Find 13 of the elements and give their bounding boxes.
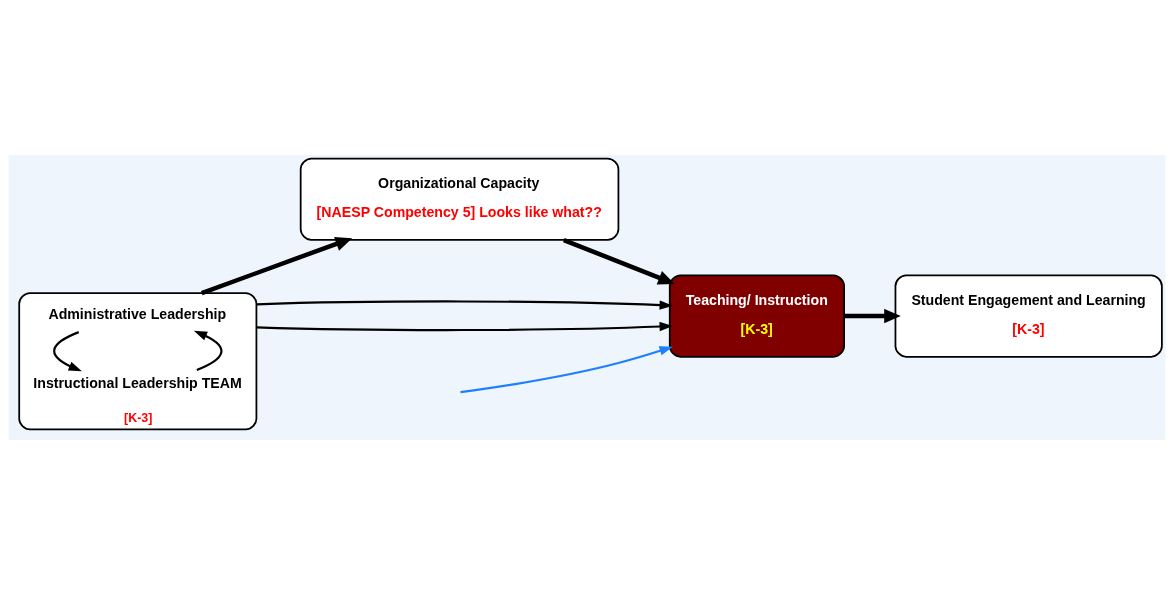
arrow <box>200 236 353 295</box>
arrow <box>563 237 675 285</box>
node-text: Administrative Leadership <box>48 305 227 322</box>
node-box: Teaching/ Instruction [K-3] <box>668 274 845 358</box>
arrow <box>53 330 82 371</box>
arrow <box>193 330 223 371</box>
arrow <box>256 299 673 310</box>
node-text: Instructional Leadership TEAM <box>33 374 242 391</box>
arrow <box>844 308 901 323</box>
arrow <box>256 321 673 331</box>
node-box: Student Engagement and Learning [K-3] <box>894 274 1163 358</box>
arrow <box>460 345 673 393</box>
node-box: Organizational Capacity [NAESP Competency 5] Looks like what?? <box>299 157 620 241</box>
